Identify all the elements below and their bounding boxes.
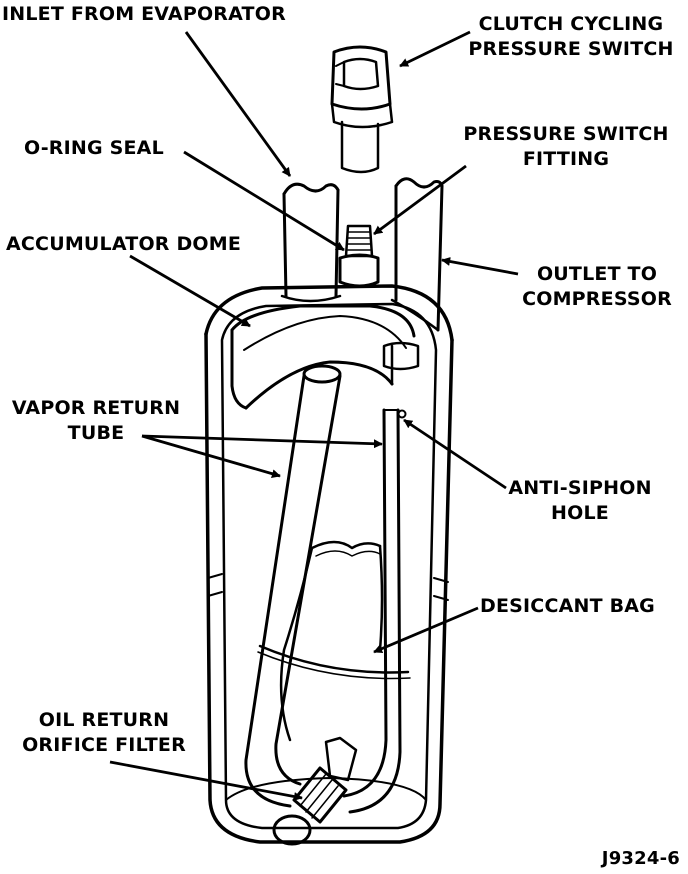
figure-id: J9324-6 [601, 848, 680, 869]
label-outlet-line-1: OUTLET TO [536, 263, 658, 285]
label-outlet-line-2: COMPRESSOR [522, 288, 672, 310]
label-pressure-switch-fitting: PRESSURE SWITCH FITTING [456, 122, 676, 172]
leader-oil-filter [109, 760, 303, 801]
label-fitting-line-2: FITTING [522, 148, 610, 170]
label-inlet-from-evaporator: INLET FROM EVAPORATOR [2, 3, 286, 25]
label-anti-siphon-hole: ANTI-SIPHON HOLE [494, 476, 666, 526]
outlet-tube [390, 177, 444, 332]
leader-clutch-switch [399, 30, 471, 68]
oil-return-orifice-filter [272, 736, 358, 846]
label-oil-line-1: OIL RETURN [38, 709, 170, 731]
leader-vapor-left [141, 434, 281, 479]
leader-siphon [403, 418, 507, 490]
pressure-switch-fitting [338, 224, 380, 288]
leader-fitting [373, 164, 467, 236]
label-oil-return-orifice-filter: OIL RETURN ORIFICE FILTER [6, 708, 202, 758]
desiccant-bag [257, 540, 411, 742]
leader-outlet [441, 257, 519, 276]
label-o-ring-seal: O-RING SEAL [24, 137, 164, 159]
canister-body [204, 284, 454, 844]
label-vapor-line-2: TUBE [67, 422, 125, 444]
label-fitting-line-1: PRESSURE SWITCH [463, 123, 669, 145]
label-accumulator-dome: ACCUMULATOR DOME [6, 233, 242, 255]
leader-desiccant [373, 606, 479, 654]
label-desiccant-bag: DESICCANT BAG [480, 595, 655, 617]
leader-vapor-right [141, 434, 383, 449]
leader-lines [109, 30, 519, 801]
label-vapor-line-1: VAPOR RETURN [11, 397, 181, 419]
label-vapor-return-tube: VAPOR RETURN TUBE [4, 396, 188, 446]
leader-oring [183, 150, 345, 252]
leader-inlet [184, 31, 292, 177]
label-oil-line-2: ORIFICE FILTER [22, 734, 186, 756]
anti-siphon-hole [397, 409, 407, 419]
leader-dome [129, 254, 251, 328]
label-clutch-line-2: PRESSURE SWITCH [468, 38, 674, 60]
label-siphon-line-1: ANTI-SIPHON [508, 477, 652, 499]
accumulator-dome [230, 304, 420, 410]
label-clutch-line-1: CLUTCH CYCLING [478, 13, 664, 35]
label-clutch-cycling-pressure-switch: CLUTCH CYCLING PRESSURE SWITCH [458, 12, 684, 62]
vapor-return-tube [244, 364, 402, 814]
label-outlet-to-compressor: OUTLET TO COMPRESSOR [512, 262, 682, 312]
clutch-cycling-pressure-switch [330, 45, 394, 174]
label-siphon-line-2: HOLE [551, 502, 609, 524]
